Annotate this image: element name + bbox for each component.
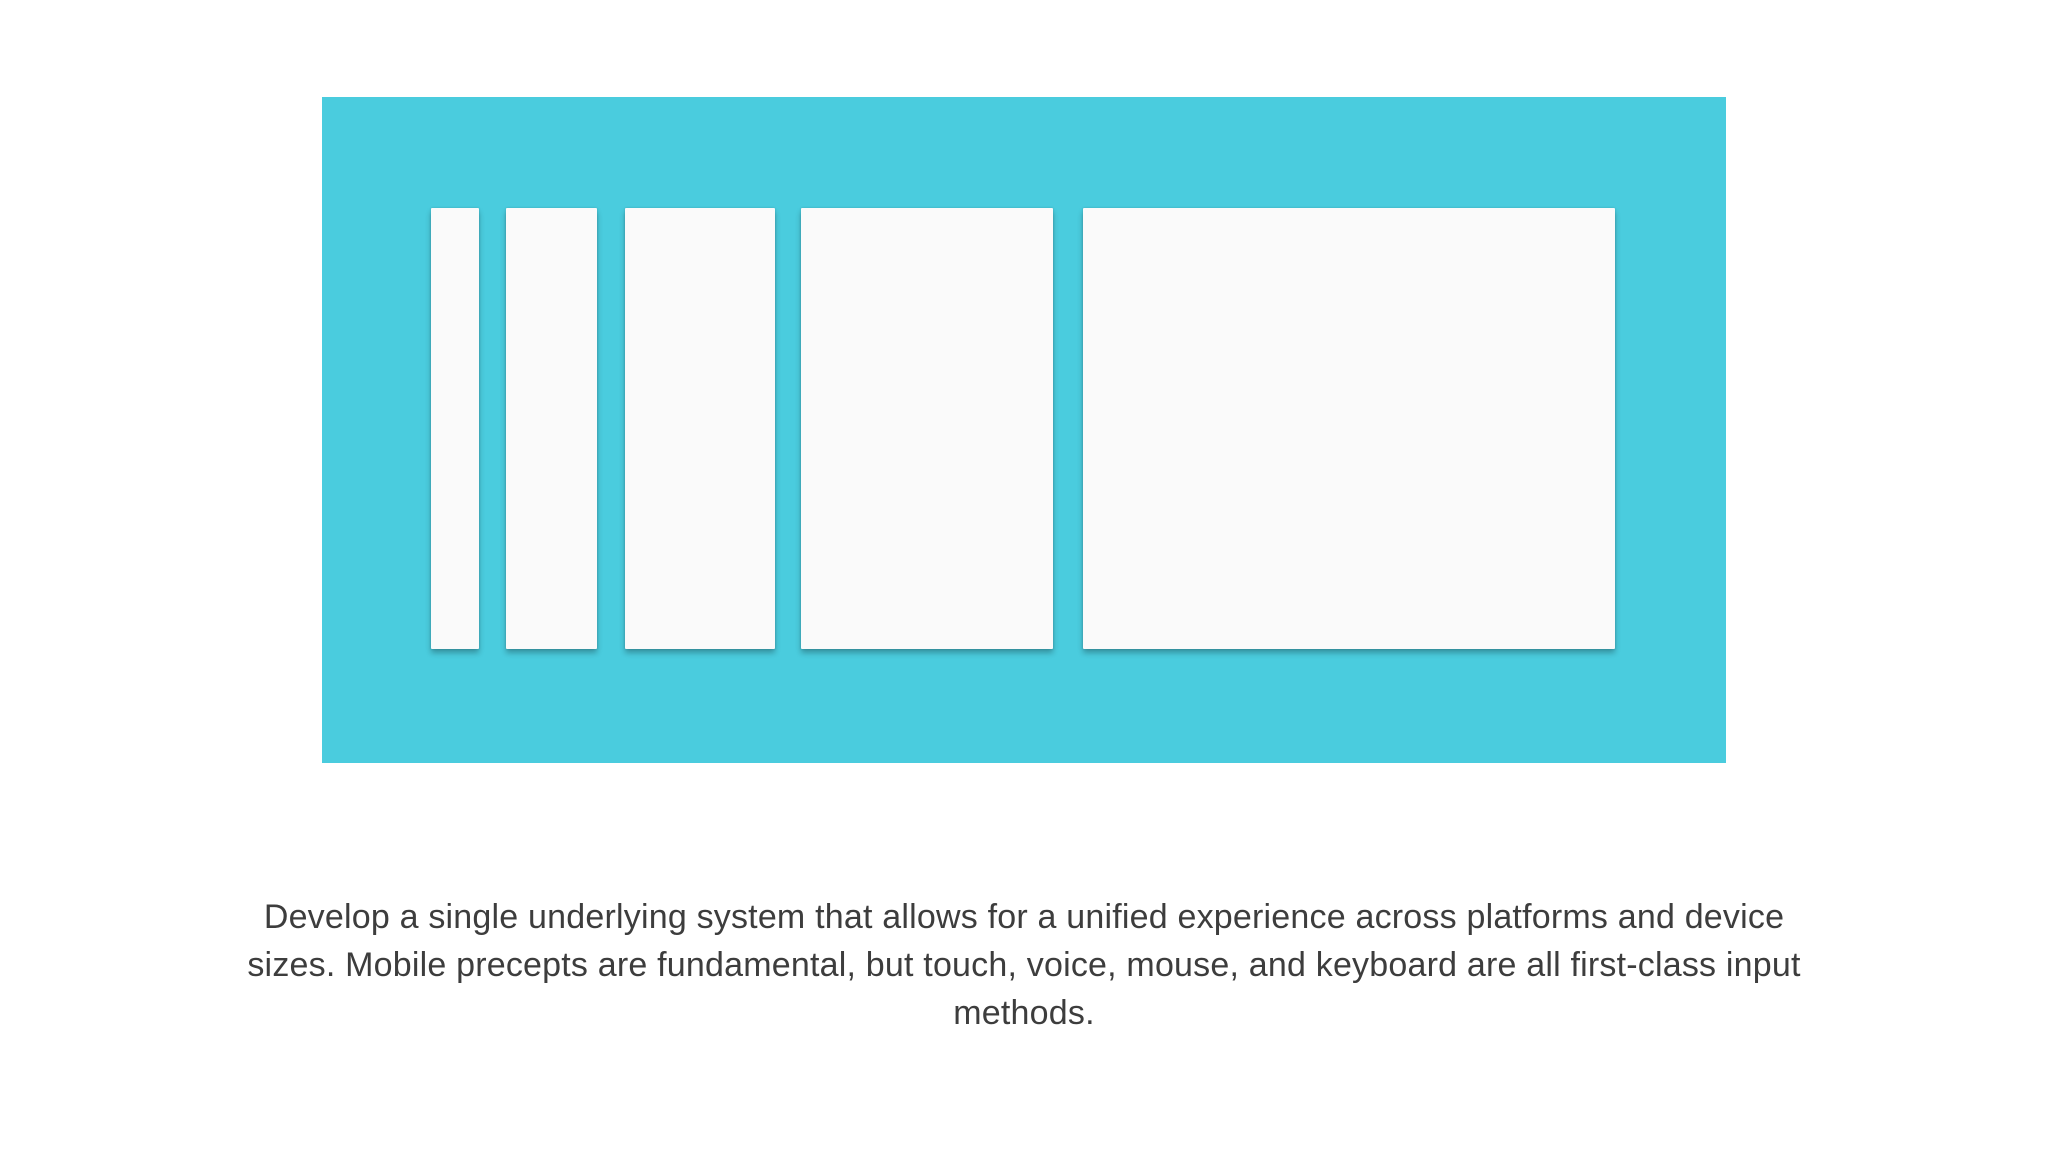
caption-line-3: methods. (953, 994, 1095, 1032)
illustration-caption: Develop a single underlying system that … (0, 893, 2048, 1037)
device-card-xl (1083, 208, 1615, 649)
device-card-xs (431, 208, 479, 649)
device-card-md (625, 208, 775, 649)
caption-line-2: sizes. Mobile precepts are fundamental, … (247, 946, 1801, 984)
adaptive-design-illustration-panel (322, 97, 1726, 763)
caption-line-1: Develop a single underlying system that … (263, 898, 1785, 936)
device-card-sm (506, 208, 597, 649)
device-card-lg (801, 208, 1053, 649)
